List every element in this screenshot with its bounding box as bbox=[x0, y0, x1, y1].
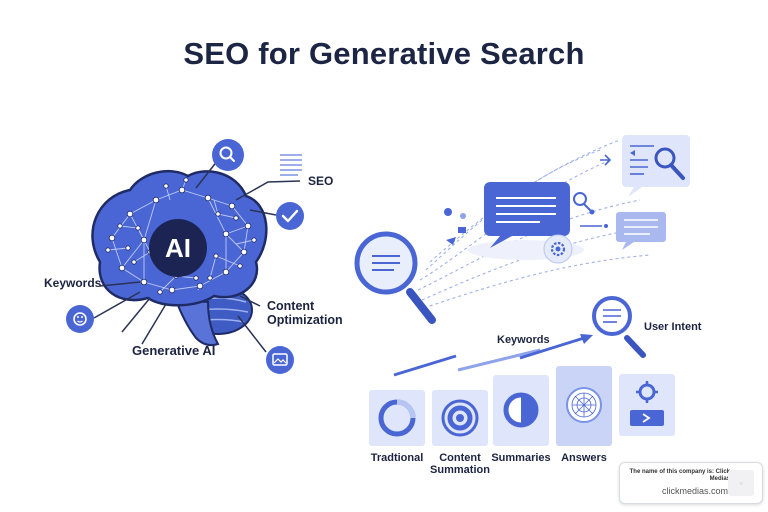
stage-tile-content-summation bbox=[432, 390, 488, 446]
stage-tile-automation bbox=[619, 374, 675, 436]
company-domain[interactable]: clickmedias.com bbox=[662, 486, 729, 496]
flow-keywords-label: Keywords bbox=[497, 334, 550, 346]
progress-arrows bbox=[393, 334, 593, 377]
magnifier-icon bbox=[354, 231, 436, 324]
stage-tile-summaries bbox=[493, 375, 549, 446]
brain-connectors bbox=[93, 159, 301, 353]
check-icon bbox=[276, 202, 304, 230]
flow-markers bbox=[444, 154, 612, 245]
message-card bbox=[616, 212, 666, 250]
stage-label-content: Content bbox=[439, 452, 481, 464]
generative-ai-label: Generative AI bbox=[132, 343, 216, 358]
user-intent-label: User Intent bbox=[644, 321, 702, 333]
stage-label-answers: Answers bbox=[561, 452, 607, 464]
stage-label-summation: Summation bbox=[430, 464, 490, 476]
company-thumbnail-icon: ▫ bbox=[728, 470, 754, 496]
content-optimization-label-line1: Content bbox=[267, 299, 315, 313]
stage-tile-answers bbox=[556, 366, 612, 446]
company-info-card[interactable]: The name of this company is: Click Media… bbox=[619, 462, 763, 504]
stage-label-traditional: Tradtional bbox=[370, 452, 424, 464]
stage-tile-traditional bbox=[369, 390, 425, 446]
list-icon bbox=[280, 154, 302, 176]
gear-icon bbox=[543, 234, 573, 264]
user-intent-magnifier-icon bbox=[592, 296, 646, 358]
keywords-label: Keywords bbox=[44, 276, 102, 290]
seo-label: SEO bbox=[308, 174, 334, 188]
stage-label-summaries: Summaries bbox=[491, 452, 551, 464]
search-result-card bbox=[622, 135, 690, 197]
face-icon bbox=[66, 305, 94, 333]
company-note: The name of this company is: Click Media… bbox=[629, 469, 730, 482]
content-optimization-label-line2: Optimization bbox=[267, 313, 343, 327]
small-search-icon bbox=[573, 192, 595, 215]
image-icon bbox=[266, 346, 294, 374]
search-icon bbox=[212, 139, 244, 171]
ai-center-badge: AI bbox=[149, 219, 207, 277]
page-title: SEO for Generative Search bbox=[183, 36, 585, 71]
